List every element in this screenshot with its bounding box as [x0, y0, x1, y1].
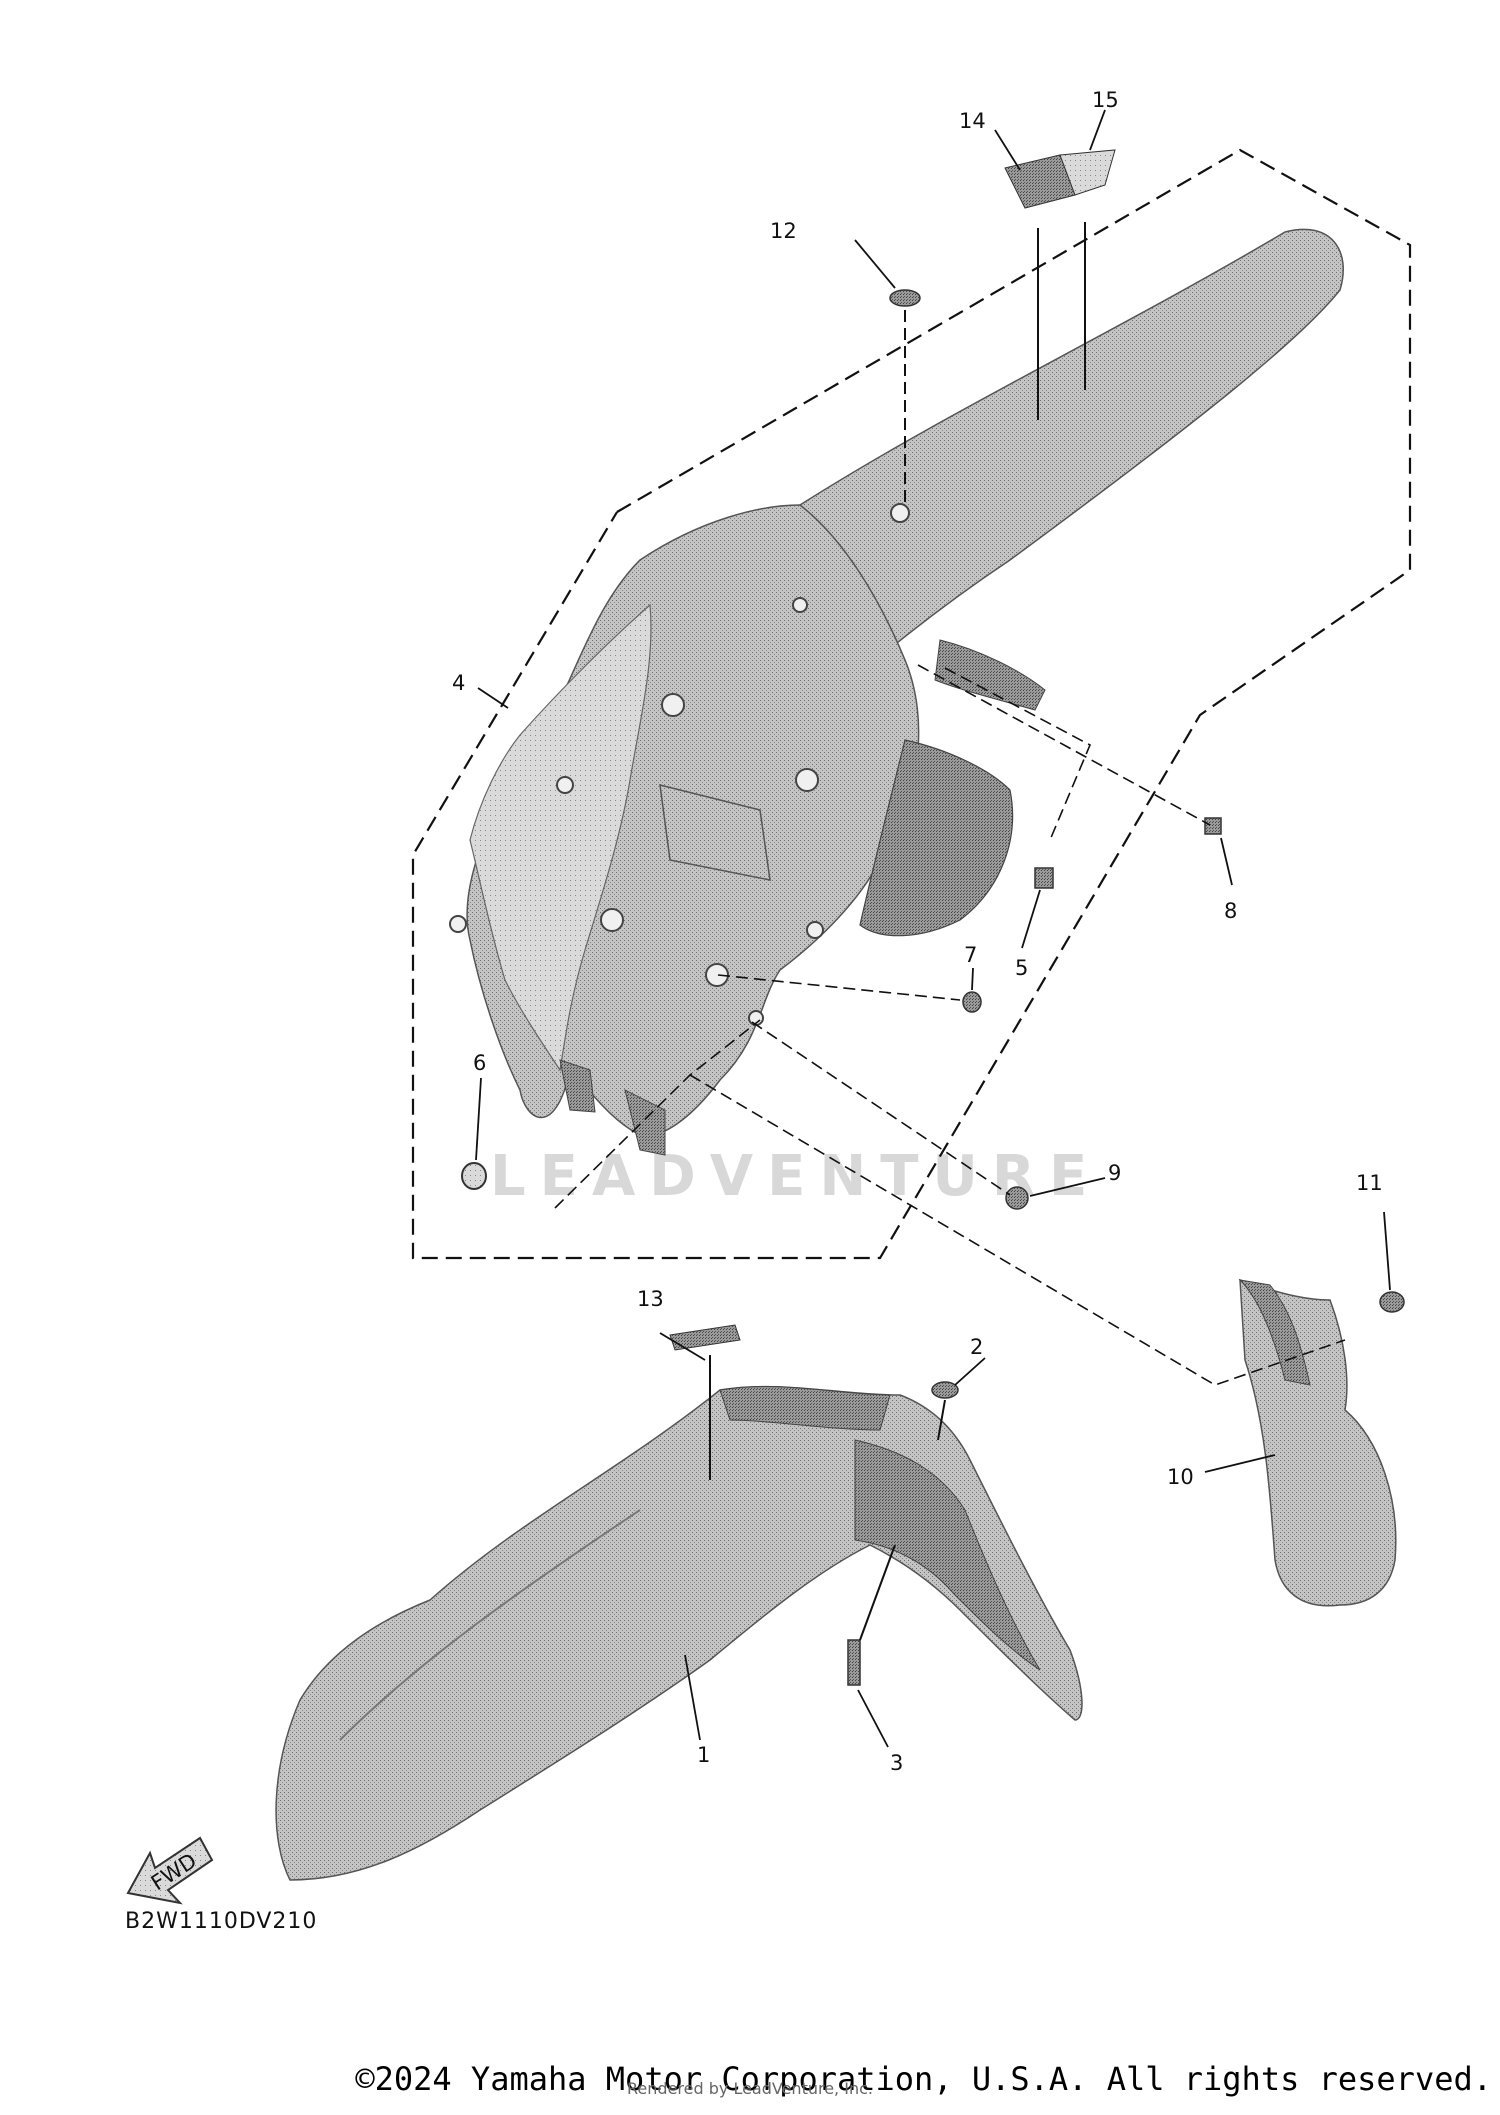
fwd-arrow-icon: FWD — [126, 1836, 214, 1905]
diagram-code: B2W1110DV210 — [125, 1909, 317, 1934]
callout-3: 3 — [890, 1751, 903, 1775]
washer-part-6 — [461, 1162, 487, 1190]
washer-part-7 — [962, 991, 982, 1013]
callout-10: 10 — [1167, 1465, 1194, 1489]
callout-1: 1 — [697, 1743, 710, 1767]
bolt-part-9 — [1005, 1186, 1029, 1210]
assembly-outline — [411, 148, 1412, 1260]
rendered-by-notice: Rendered by LeadVenture, Inc. — [627, 2079, 873, 2098]
screw-part-11 — [1379, 1291, 1405, 1313]
callout-14: 14 — [959, 109, 986, 133]
rivet-part-12 — [889, 289, 921, 505]
leader-lines — [475, 109, 1391, 1748]
callout-4: 4 — [452, 671, 465, 695]
callout-13: 13 — [637, 1287, 664, 1311]
dashed-connectors — [554, 664, 1346, 1386]
callout-12: 12 — [770, 219, 797, 243]
front-fender-part — [275, 1385, 1083, 1881]
bolt-part-3 — [847, 1544, 896, 1686]
nut-part-5 — [1034, 867, 1054, 889]
callout-15: 15 — [1092, 88, 1119, 112]
bolt-part-8 — [1204, 817, 1222, 835]
rear-fender-part — [449, 228, 1344, 1156]
callout-6: 6 — [473, 1051, 486, 1075]
rivet-part-2 — [931, 1381, 959, 1441]
mud-guard-part — [1238, 1278, 1397, 1607]
callout-9: 9 — [1108, 1161, 1121, 1185]
copyright-notice: ©2024 Yamaha Motor Corporation, U.S.A. A… — [355, 2060, 1492, 2098]
watermark: LEADVENTURE — [490, 1144, 1101, 1209]
callout-7: 7 — [964, 943, 977, 967]
callout-5: 5 — [1015, 956, 1028, 980]
callout-8: 8 — [1224, 899, 1237, 923]
callout-labels: 1 2 3 4 5 6 7 8 9 10 11 12 13 14 15 — [452, 88, 1383, 1775]
decal-parts-14-15 — [1004, 149, 1116, 420]
callout-2: 2 — [970, 1335, 983, 1359]
callout-11: 11 — [1356, 1171, 1383, 1195]
decal-part-13 — [669, 1324, 741, 1480]
